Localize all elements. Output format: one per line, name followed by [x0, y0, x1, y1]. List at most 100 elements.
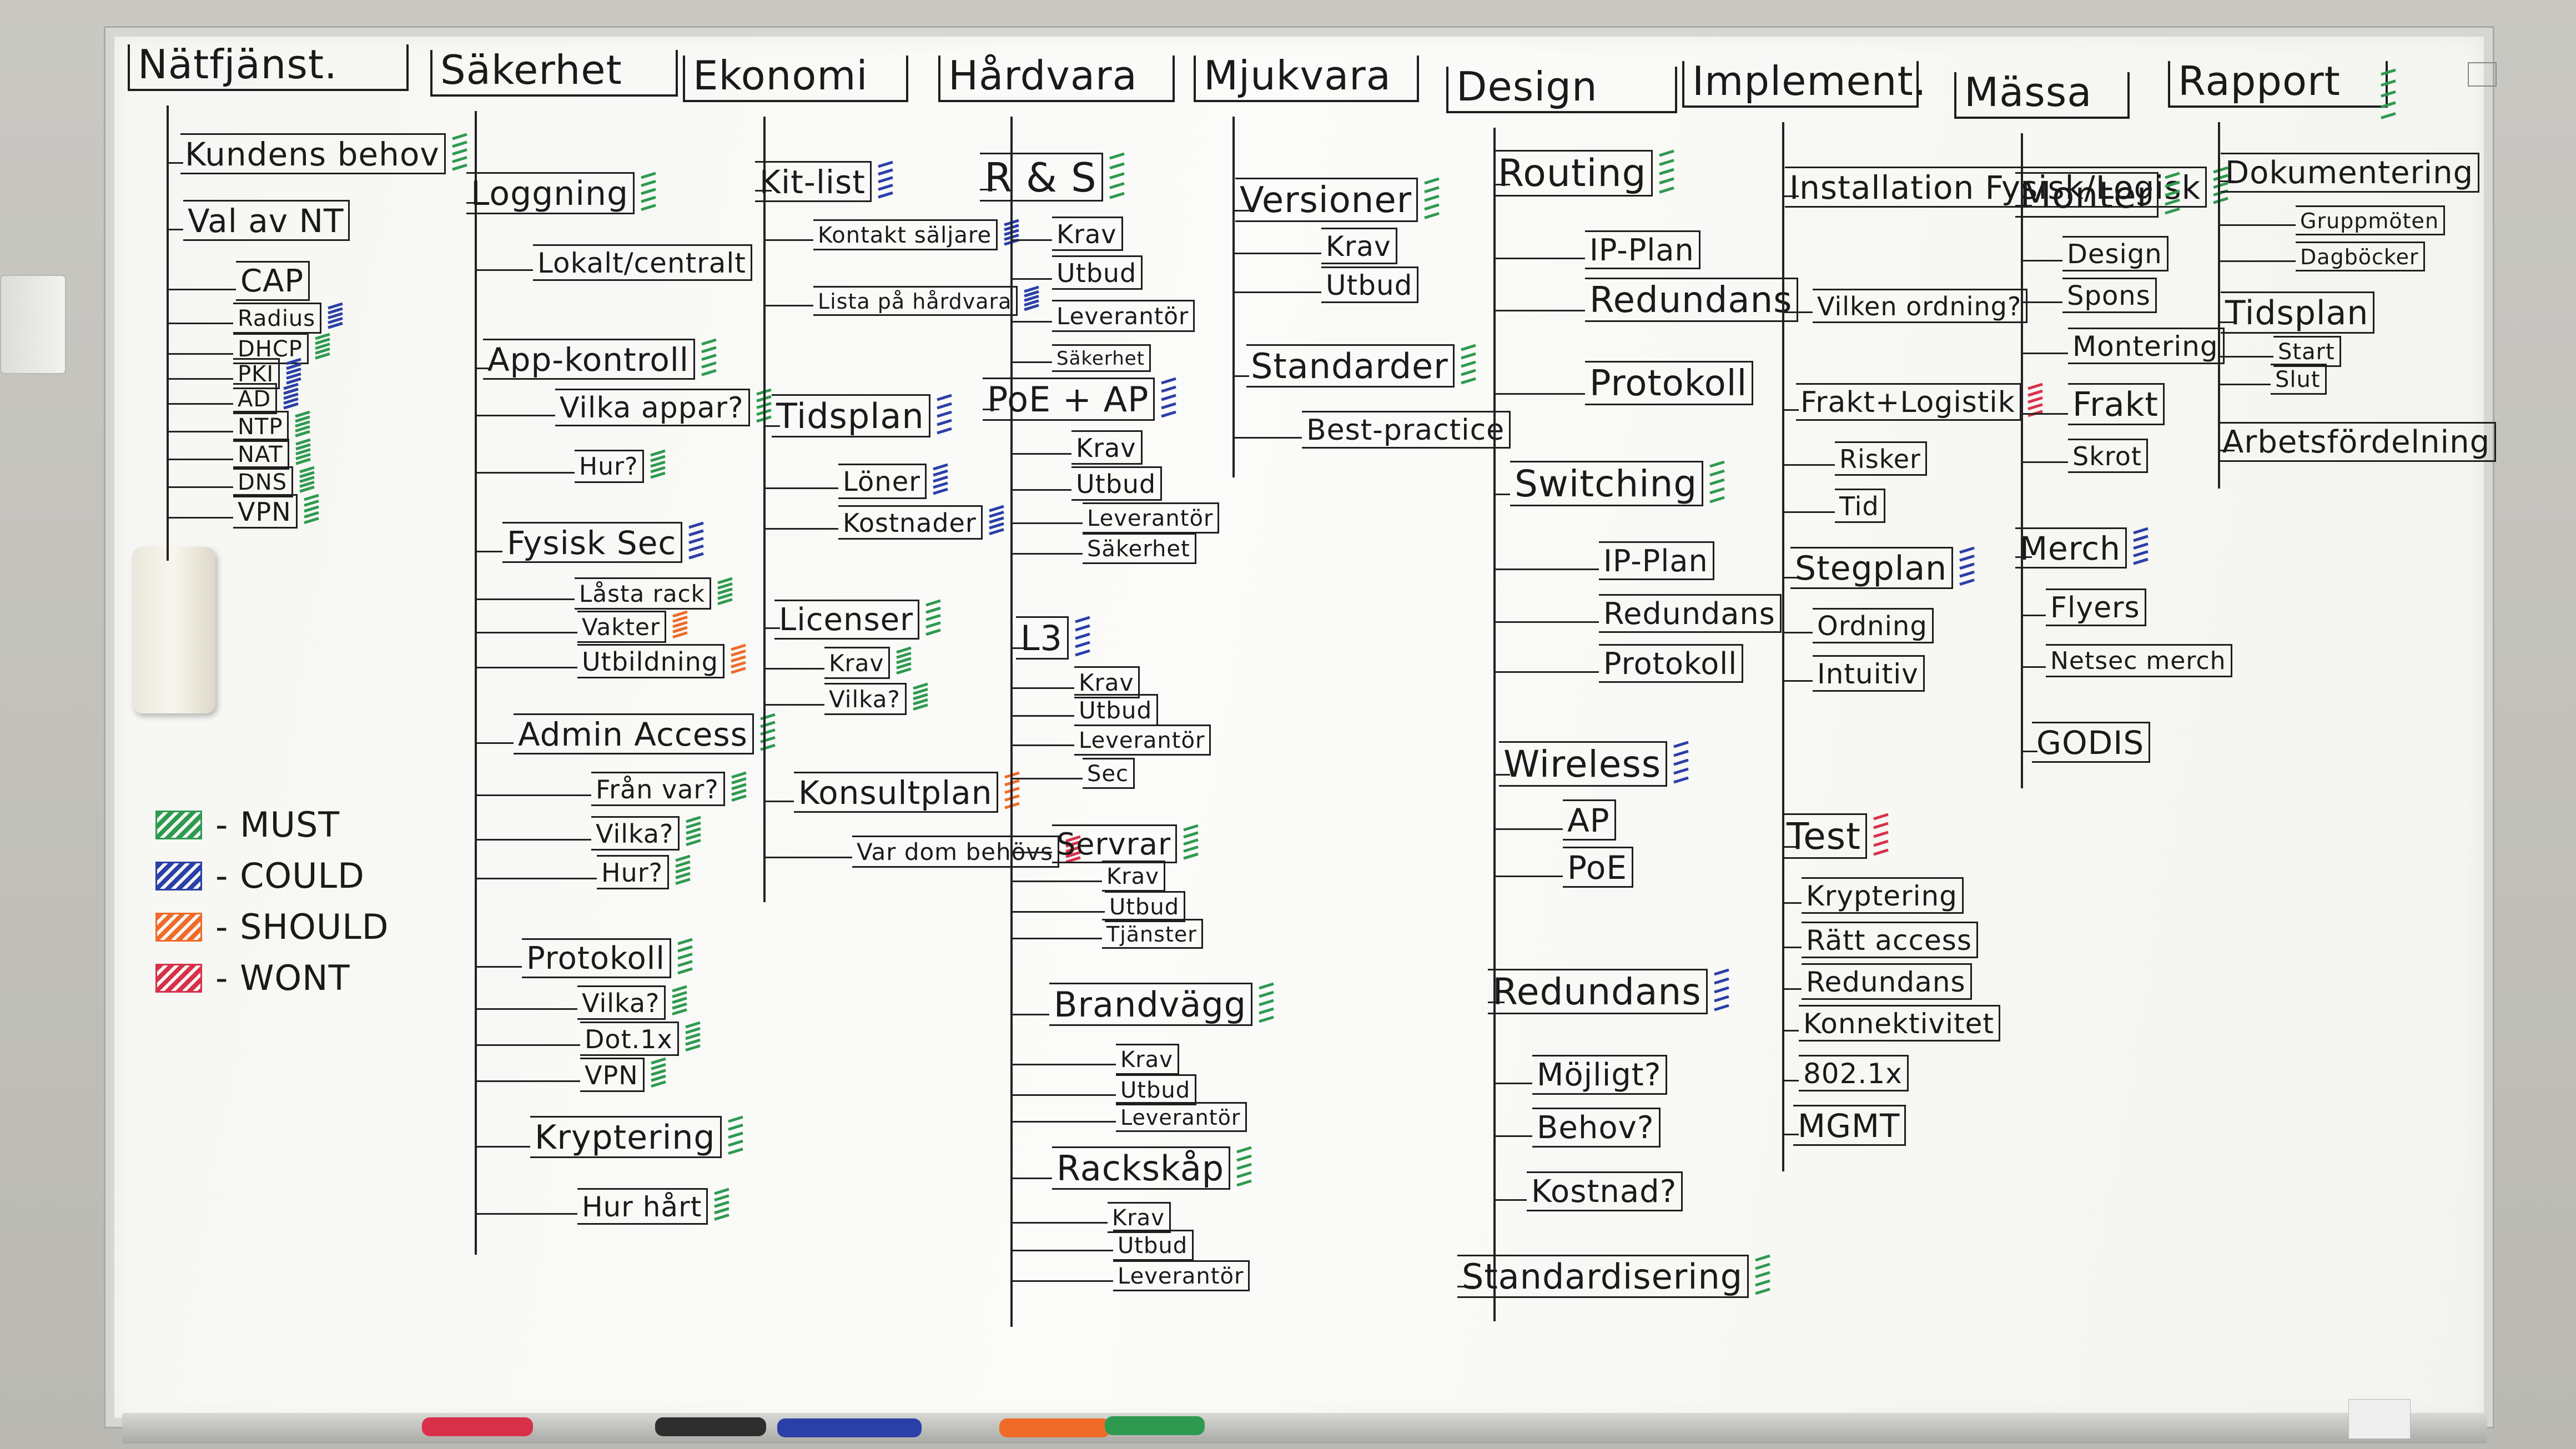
branch-connector [763, 305, 813, 307]
priority-tick [989, 505, 1004, 535]
branch-connector [1782, 846, 1799, 848]
brand-sticker [2468, 62, 2497, 87]
mindmap-node: Säkerhet [1083, 533, 1196, 564]
priority-tick [1755, 1254, 1770, 1295]
mindmap-node: Utbud [1321, 266, 1419, 303]
branch-connector [1010, 778, 1083, 779]
branch-connector [1010, 911, 1105, 913]
legend-label: - MUST [215, 804, 340, 845]
mindmap-node: Radius [233, 303, 322, 334]
mindmap-node: Protokoll [1585, 361, 1754, 405]
mindmap-node: Kontakt säljare [813, 219, 998, 250]
mindmap-node: Admin Access [514, 713, 754, 754]
mindmap-node: R & S [980, 153, 1103, 202]
mindmap-node: Standardisering [1457, 1255, 1749, 1298]
wall-light-switch [0, 275, 66, 374]
priority-tick [451, 133, 467, 171]
mindmap-node: Krav [1102, 861, 1165, 892]
priority-tick [896, 646, 912, 675]
branch-connector [1010, 715, 1074, 717]
mindmap-node: Switching [1510, 461, 1704, 506]
branch-connector [1493, 393, 1585, 395]
priority-tick [295, 410, 311, 437]
branch-connector [475, 742, 514, 744]
branch-connector [475, 1213, 577, 1215]
branch-connector [763, 627, 780, 630]
branch-connector [763, 487, 838, 490]
priority-tick [1713, 968, 1729, 1012]
priority-tick [2165, 172, 2180, 215]
mindmap-node: Krav [1116, 1044, 1179, 1075]
mindmap-node: Vilka? [824, 683, 907, 715]
branch-connector [1782, 1134, 1799, 1136]
mindmap-node: AD [233, 383, 278, 414]
priority-tick [933, 463, 948, 495]
mindmap-node: Versioner [1235, 178, 1418, 222]
mindmap-node: Låsta rack [575, 577, 711, 610]
mindmap-node: Krav [1052, 217, 1123, 251]
branch-connector [2015, 205, 2032, 207]
branch-connector [1493, 494, 1510, 496]
mindmap-node: Kostnad? [1527, 1171, 1683, 1211]
priority-tick [1658, 149, 1674, 194]
legend-label: - SHOULD [215, 907, 389, 947]
priority-tick [1460, 344, 1476, 385]
branch-connector [1010, 1064, 1116, 1065]
branch-connector [1010, 881, 1102, 882]
mindmap-node: Tidsplan [2221, 291, 2375, 334]
legend-item: - MUST [155, 808, 340, 842]
branch-connector [1493, 774, 1510, 776]
mindmap-node: Leverantör [1074, 724, 1211, 756]
branch-connector [2015, 556, 2032, 559]
mindmap-node: MGMT [1793, 1105, 1906, 1146]
branch-connector [1488, 1002, 1505, 1004]
mindmap-node: Vakter [577, 611, 667, 643]
column-header: Mjukvara [1194, 56, 1419, 102]
mindmap-node: PoE + AP [983, 378, 1155, 421]
mindmap-node: Redundans [1488, 969, 1708, 1014]
branch-connector [1010, 851, 1052, 853]
priority-tick [675, 854, 691, 885]
priority-tick [1183, 824, 1199, 860]
mindmap-node: Dokumentering [2221, 153, 2480, 193]
branch-connector [763, 425, 780, 427]
mindmap-node: Ordning [1813, 608, 1934, 643]
mindmap-node: Hur? [597, 855, 670, 889]
branch-connector [475, 1008, 577, 1010]
branch-connector [1782, 1080, 1799, 1081]
priority-tick [727, 1115, 743, 1155]
mindmap-node: Utbildning [577, 644, 724, 678]
priority-tick [701, 338, 717, 376]
branch-connector [763, 528, 838, 530]
mindmap-node: Hur? [575, 450, 645, 483]
branch-connector [1493, 257, 1585, 259]
orange-marker [999, 1418, 1110, 1437]
mindmap-node: Servrar [1052, 824, 1178, 863]
branch-connector [475, 631, 577, 633]
branch-connector [1010, 1094, 1116, 1096]
branch-connector [1232, 436, 1302, 439]
mindmap-node: Från var? [591, 772, 725, 806]
branch-connector [1493, 309, 1585, 311]
branch-connector [475, 368, 491, 370]
mindmap-node: Arbetsfördelning [2218, 422, 2497, 462]
branch-connector [1010, 320, 1052, 323]
branch-connector [475, 794, 591, 797]
priority-tick [677, 938, 693, 975]
branch-connector [1493, 1083, 1532, 1085]
branch-connector [167, 229, 183, 231]
mindmap-node: Frakt+Logistik [1796, 383, 2021, 421]
branch-connector [1010, 1280, 1113, 1282]
mindmap-node: Kit-list [755, 161, 872, 202]
priority-tick [936, 394, 952, 435]
priority-tick [686, 816, 702, 846]
mindmap-node: NAT [233, 439, 289, 470]
mindmap-node: Loggning [466, 172, 635, 214]
mindmap-node: Rätt access [1802, 922, 1978, 958]
mindmap-node: Hur hårt [577, 1188, 708, 1225]
column-header: Ekonomi [683, 56, 908, 102]
mindmap-node: Utbud [1071, 466, 1163, 501]
mindmap-node: Behov? [1532, 1108, 1661, 1148]
priority-tick [303, 494, 319, 524]
branch-connector [167, 162, 183, 164]
